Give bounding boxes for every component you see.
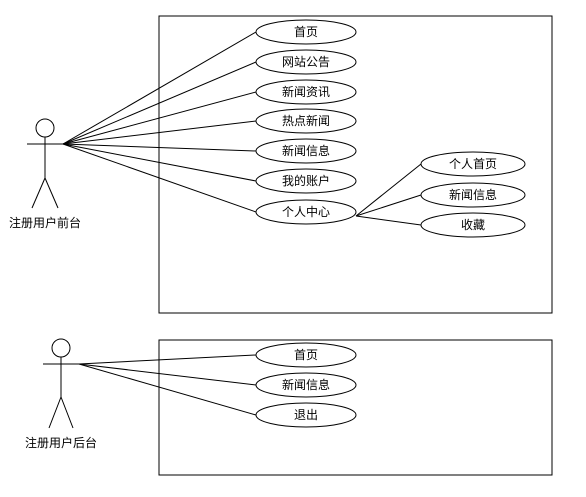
front-actor-head	[35, 118, 55, 138]
front-system-boundary	[158, 15, 553, 314]
svg-text:首页: 首页	[294, 25, 318, 39]
association-line	[78, 363, 257, 416]
association-line	[62, 143, 257, 213]
use-case-news-info-feed: 新闻资讯	[255, 79, 357, 105]
svg-text:个人中心: 个人中心	[282, 204, 330, 219]
back-actor-head	[51, 338, 71, 358]
association-line	[62, 120, 257, 145]
association-line	[62, 91, 257, 145]
use-case-logout: 退出	[255, 402, 357, 428]
svg-text:个人首页: 个人首页	[449, 157, 497, 171]
back-actor-left-leg	[48, 396, 62, 429]
association-line	[78, 363, 257, 386]
front-actor-label: 注册用户前台	[9, 215, 81, 230]
back-use-cases: 首页 新闻信息 退出	[255, 342, 357, 428]
personal-center-sub-use-cases: 个人首页 新闻信息 收藏	[420, 151, 526, 238]
association-line	[62, 143, 257, 182]
use-case-site-notice: 网站公告	[255, 49, 357, 75]
back-actor-label: 注册用户后台	[25, 435, 97, 450]
association-line	[355, 215, 422, 226]
svg-text:网站公告: 网站公告	[282, 55, 330, 69]
use-case-favorites: 收藏	[420, 212, 526, 238]
use-case-sub-news-information: 新闻信息	[420, 182, 526, 208]
use-case-personal-center: 个人中心	[255, 199, 357, 225]
front-actor: 注册用户前台	[9, 118, 81, 230]
svg-text:退出: 退出	[294, 408, 318, 422]
use-case-back-home: 首页	[255, 342, 357, 368]
use-case-personal-home: 个人首页	[420, 151, 526, 177]
use-case-hot-news: 热点新闻	[255, 108, 357, 134]
svg-text:首页: 首页	[294, 348, 318, 362]
use-case-back-news-information: 新闻信息	[255, 372, 357, 398]
svg-text:新闻信息: 新闻信息	[449, 187, 497, 202]
svg-text:新闻资讯: 新闻资讯	[282, 84, 330, 99]
use-case-my-account: 我的账户	[255, 168, 357, 194]
front-actor-right-leg	[44, 177, 59, 209]
front-use-cases: 首页 网站公告 新闻资讯 热点新闻 新闻信息 我的账户 个人中心	[255, 19, 357, 225]
use-case-home: 首页	[255, 19, 357, 45]
front-actor-left-leg	[31, 177, 46, 209]
association-line	[62, 31, 257, 145]
svg-text:新闻信息: 新闻信息	[282, 143, 330, 158]
association-lines	[62, 31, 422, 416]
use-case-news-information: 新闻信息	[255, 138, 357, 164]
back-actor-right-leg	[60, 396, 74, 429]
association-line	[355, 163, 422, 217]
svg-text:收藏: 收藏	[461, 218, 485, 232]
association-line	[62, 61, 257, 145]
association-line	[355, 194, 422, 217]
association-line	[62, 143, 257, 152]
back-actor: 注册用户后台	[25, 338, 97, 450]
svg-text:我的账户: 我的账户	[282, 173, 330, 188]
association-line	[78, 354, 257, 365]
back-system-boundary	[158, 339, 553, 476]
svg-text:热点新闻: 热点新闻	[282, 113, 330, 128]
svg-text:新闻信息: 新闻信息	[282, 377, 330, 392]
